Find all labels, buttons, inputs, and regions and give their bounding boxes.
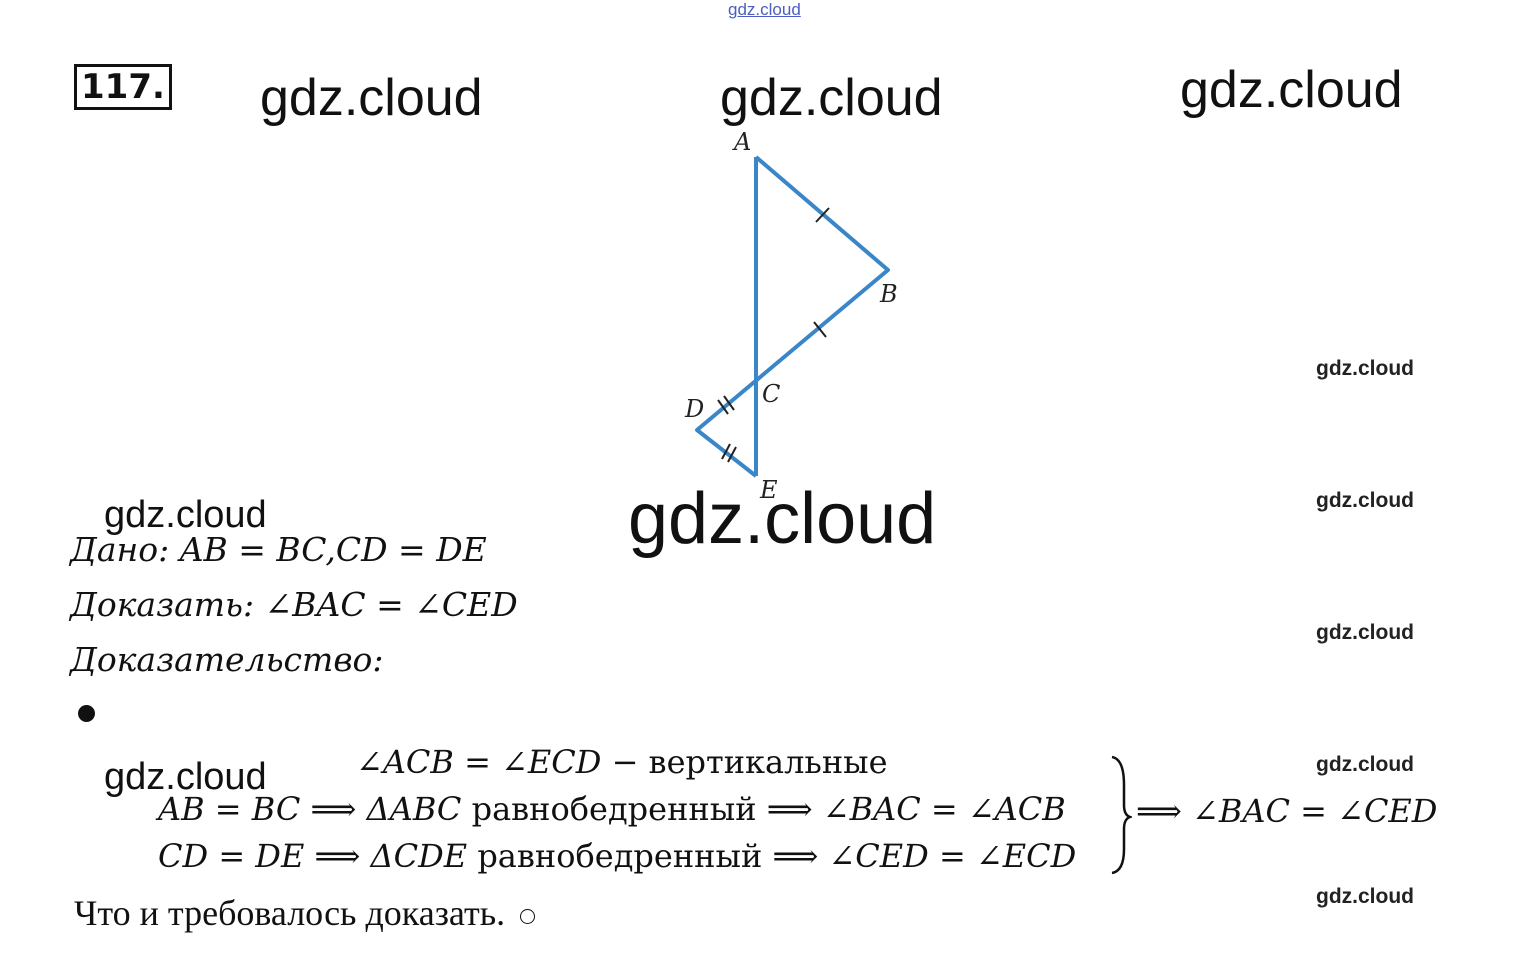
proof-line: Доказательство: <box>70 640 384 679</box>
label-e: E <box>759 476 778 504</box>
watermark: gdz.cloud <box>260 69 483 127</box>
qed-text: Что и требовалось доказать. <box>74 893 506 933</box>
given-label: Дано <box>70 530 159 569</box>
brace <box>1111 755 1132 875</box>
watermark: gdz.cloud <box>104 756 267 798</box>
conclusion: ⟹ ∠BAC = ∠CED <box>1136 792 1437 830</box>
bullet <box>78 705 95 722</box>
watermark-top: gdz.cloud <box>728 0 801 19</box>
step-2-word: равнобедренный <box>471 790 757 828</box>
step-2-left: AB = BC ⟹ ΔABC <box>158 790 462 828</box>
watermark: gdz.cloud <box>1316 753 1414 776</box>
step-3: CD = DE ⟹ ΔCDE равнобедренный ⟹ ∠CED = ∠… <box>158 837 1076 875</box>
watermark: gdz.cloud <box>1316 885 1414 908</box>
conclusion-text: ⟹ ∠BAC = ∠CED <box>1136 792 1438 830</box>
label-b: B <box>879 280 898 308</box>
given-text: AB = BC,CD = DE <box>179 530 487 569</box>
step-1-math: ∠ACB = ∠ECD <box>356 743 602 781</box>
step-2-right: ⟹ ∠BAC = ∠ACB <box>766 790 1066 828</box>
watermark: gdz.cloud <box>1180 61 1403 119</box>
step-3-right: ⟹ ∠CED = ∠ECD <box>772 837 1077 875</box>
step-1: ∠ACB = ∠ECD − вертикальные <box>356 743 888 781</box>
label-c: C <box>762 380 780 408</box>
qed-line: Что и требовалось доказать. <box>74 892 536 934</box>
step-3-left: CD = DE ⟹ ΔCDE <box>158 837 468 875</box>
step-2: AB = BC ⟹ ΔABC равнобедренный ⟹ ∠BAC = ∠… <box>158 790 1066 828</box>
watermark: gdz.cloud <box>104 494 267 536</box>
watermark: gdz.cloud <box>628 479 937 559</box>
prove-label: Доказать <box>70 585 244 624</box>
step-3-word: равнобедренный <box>477 837 763 875</box>
label-a: A <box>732 128 751 156</box>
watermark: gdz.cloud <box>1316 357 1414 380</box>
given-line: Дано: AB = BC,CD = DE <box>70 530 487 569</box>
problem-number: 117. <box>74 64 172 110</box>
watermark: gdz.cloud <box>1316 621 1414 644</box>
step-1-word: вертикальные <box>648 743 888 781</box>
watermark: gdz.cloud <box>1316 489 1414 512</box>
qed-circle-icon <box>520 909 536 925</box>
label-d: D <box>684 395 704 423</box>
prove-line: Доказать: ∠BAC = ∠CED <box>70 585 518 624</box>
watermark: gdz.cloud <box>720 69 943 127</box>
prove-text: ∠BAC = ∠CED <box>264 585 518 624</box>
proof-label: Доказательство <box>70 640 373 679</box>
